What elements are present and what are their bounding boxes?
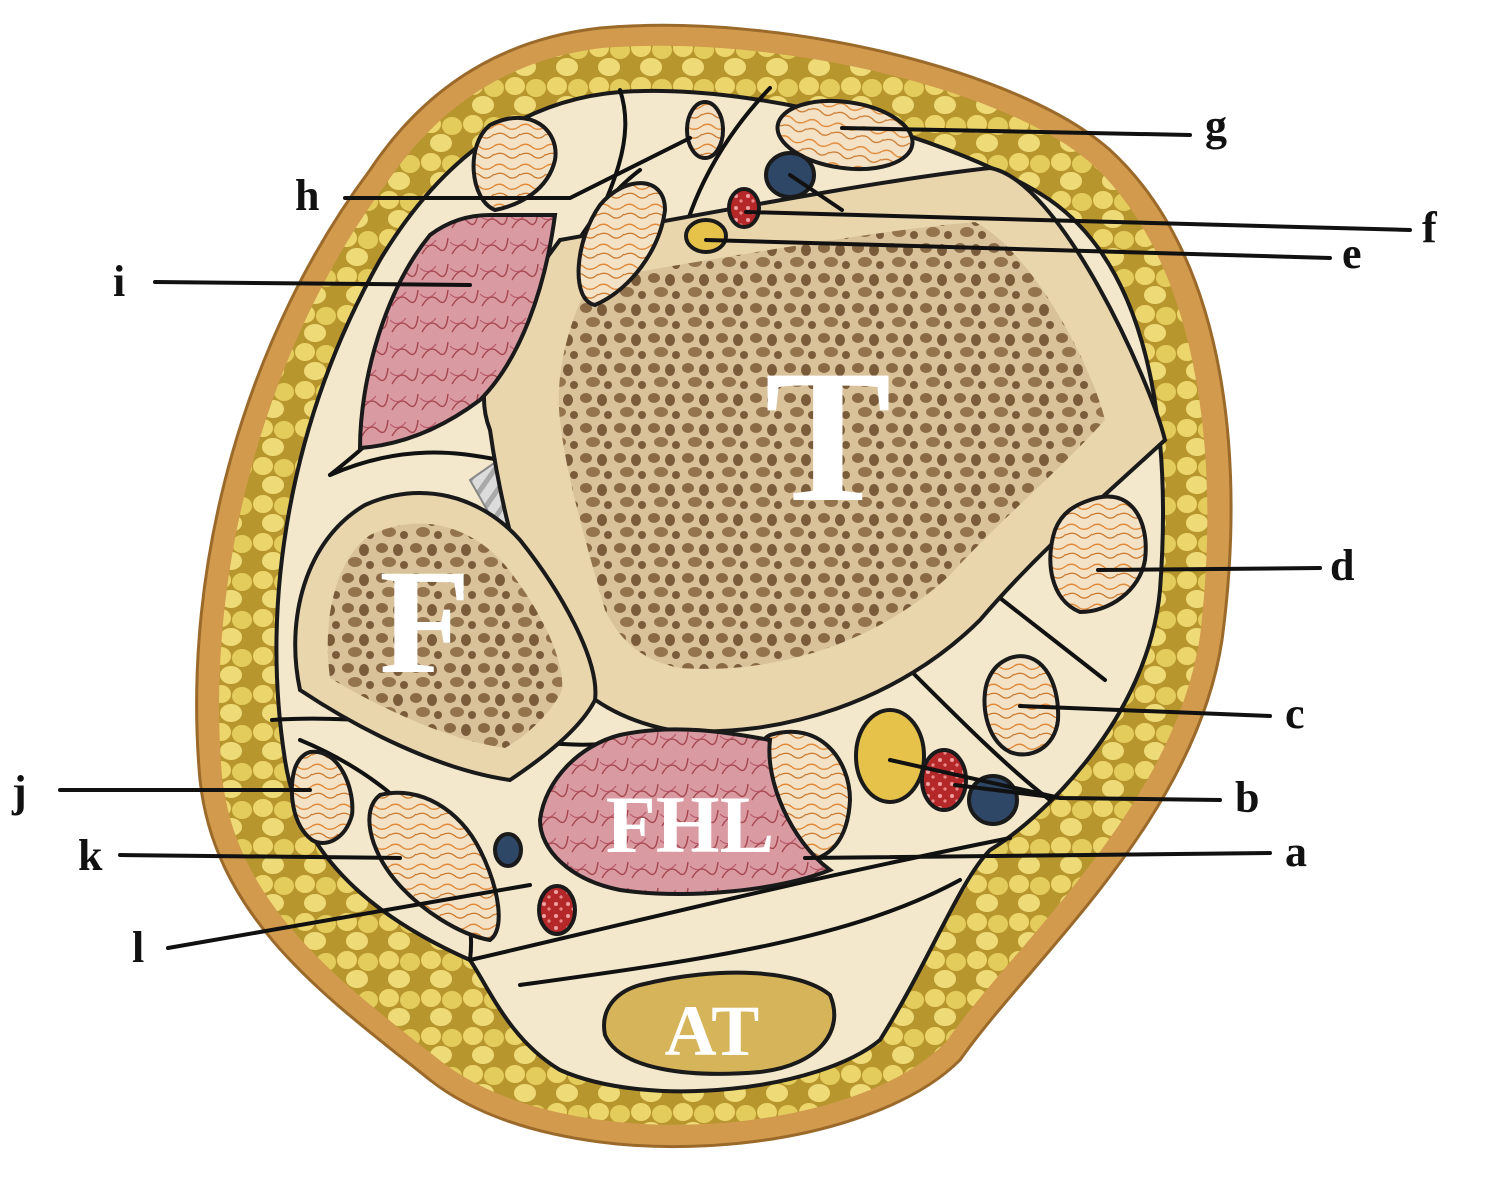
label-b: b [1235, 773, 1259, 822]
tibia-marrow [558, 222, 1105, 669]
tendon-g [775, 98, 915, 172]
peroneus-muscle [357, 213, 558, 451]
label-i: i [113, 257, 125, 306]
label-l: l [132, 923, 144, 972]
leader-d [1096, 566, 1322, 572]
septum [328, 450, 502, 477]
tendon-k [367, 790, 501, 943]
septum [908, 668, 1052, 802]
tendon-d [1048, 494, 1148, 615]
tibia-label: T [765, 332, 892, 542]
label-g: g [1205, 101, 1227, 150]
label-d: d [1330, 541, 1354, 590]
achilles-tendon-label: AT [665, 991, 760, 1071]
leader-k [118, 853, 402, 860]
label-j: j [11, 767, 27, 816]
leader-i [153, 280, 472, 287]
label-c: c [1285, 689, 1305, 738]
achilles-tendon [602, 970, 837, 1076]
posterior-tibial-artery [920, 748, 968, 812]
leader-f [744, 173, 1412, 232]
leader-h [343, 136, 692, 200]
tendon-j [289, 749, 355, 845]
tendon-anterior-2 [576, 181, 668, 308]
fhl-label: FHL [606, 779, 775, 870]
peroneal-artery [537, 884, 577, 936]
tibial-nerve [854, 708, 926, 804]
label-f: f [1422, 203, 1438, 252]
leader-a [803, 851, 1272, 860]
tendon-h [685, 100, 725, 160]
deep-peroneal-nerve [684, 218, 728, 254]
septum [998, 596, 1107, 682]
leader-l [166, 883, 532, 950]
label-h: h [295, 171, 319, 220]
label-k: k [78, 831, 103, 880]
anterior-tibial-artery [727, 187, 761, 229]
fhl-muscle [537, 727, 835, 896]
fibula-label: F [379, 539, 471, 705]
leader-g [840, 126, 1192, 137]
label-a: a [1285, 827, 1307, 876]
fibula-marrow [327, 523, 563, 748]
leader-c [1018, 704, 1272, 718]
septum [518, 878, 962, 987]
label-e: e [1342, 229, 1362, 278]
leader-e [704, 238, 1332, 260]
tendon-lateral [471, 115, 558, 213]
leader-b [888, 758, 1222, 802]
peroneal-vein [493, 832, 523, 868]
